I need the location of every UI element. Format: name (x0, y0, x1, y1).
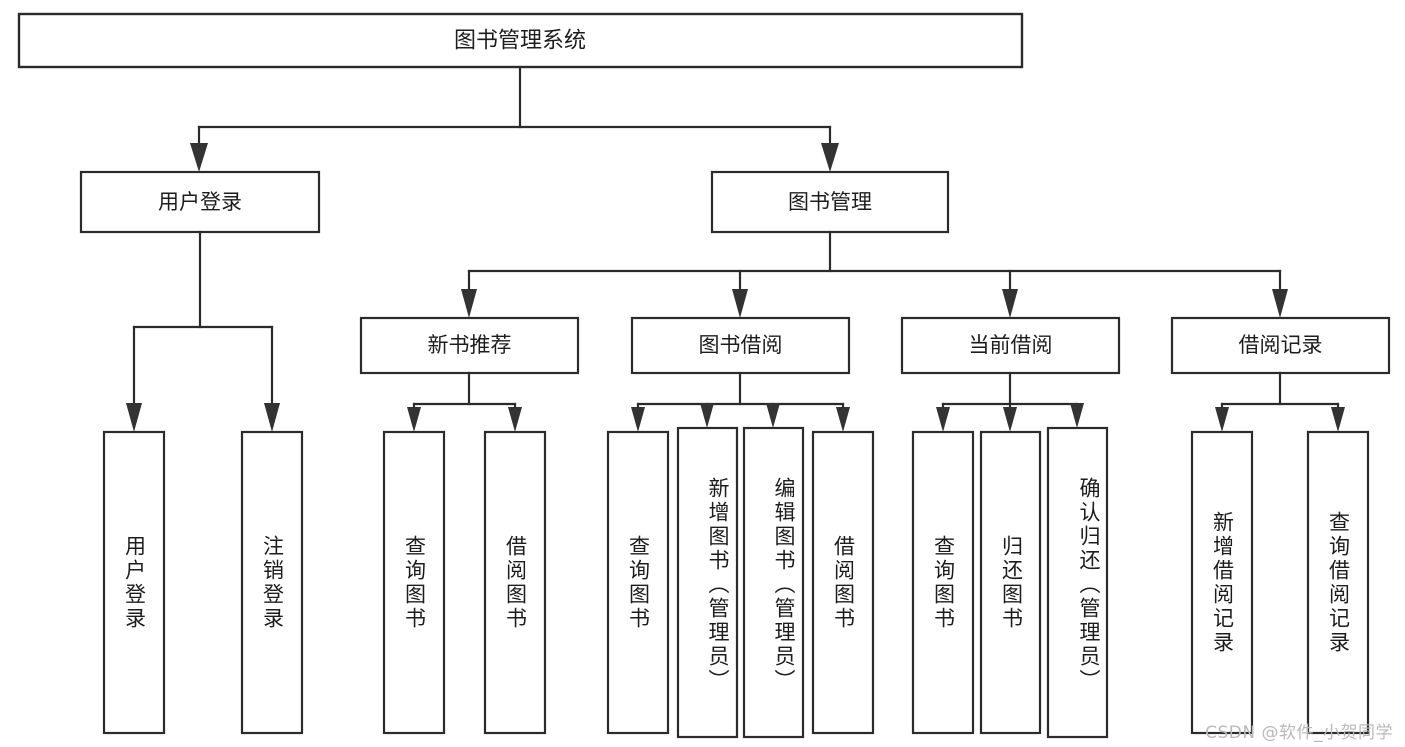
arrow-to-book-manage (821, 143, 839, 172)
user-login-label: 用户登录 (158, 190, 242, 214)
new-book-recommend-box[interactable] (359, 316, 580, 375)
arrow-br-leaf1 (1215, 407, 1229, 432)
leaf-box-br-2[interactable] (1306, 430, 1370, 735)
arrow-bb-leaf4 (836, 407, 850, 432)
arrow-cb-leaf2 (1003, 407, 1017, 432)
borrow-record-box[interactable] (1170, 316, 1391, 375)
arrow-to-current-borrow (1002, 289, 1018, 318)
root-label: 图书管理系统 (454, 29, 586, 54)
leaf-box-bb-2[interactable] (676, 426, 739, 739)
leaf-box-br-1[interactable] (1190, 430, 1254, 735)
arrow-bb-leaf1 (631, 407, 645, 432)
current-borrow-box[interactable] (900, 316, 1121, 375)
arrow-nbr-leaf1 (407, 407, 421, 432)
arrow-to-user-login (190, 143, 208, 172)
leaf-box-bb-4[interactable] (811, 430, 875, 735)
node-current-borrow[interactable]: 当前借阅 (900, 316, 1121, 375)
current-borrow-label: 当前借阅 (969, 333, 1053, 357)
arrow-user-login-leaf2 (264, 403, 280, 432)
node-user-login[interactable]: 用户登录 (79, 170, 321, 234)
node-borrow-record[interactable]: 借阅记录 (1170, 316, 1391, 375)
arrow-cb-leaf3 (1070, 403, 1084, 428)
root-box[interactable] (17, 12, 1024, 69)
book-borrow-box[interactable] (630, 316, 851, 375)
arrow-bb-leaf3 (766, 403, 780, 428)
new-book-recommend-label: 新书推荐 (428, 333, 512, 357)
arrow-br-leaf2 (1331, 407, 1345, 432)
arrow-user-login-leaf1 (126, 403, 142, 432)
arrow-bb-leaf2 (700, 403, 714, 428)
node-book-manage[interactable]: 图书管理 (710, 170, 950, 234)
arrow-to-borrow-record (1272, 289, 1288, 318)
arrow-nbr-leaf2 (508, 407, 522, 432)
leaf-box-cb-2[interactable] (979, 430, 1042, 735)
arrow-cb-leaf1 (936, 407, 950, 432)
leaf-box-bb-1[interactable] (606, 430, 670, 735)
borrow-record-label: 借阅记录 (1239, 333, 1323, 357)
leaf-box-cb-1[interactable] (911, 430, 975, 735)
leaf-box-cb-3[interactable] (1046, 426, 1109, 739)
book-manage-label: 图书管理 (788, 190, 872, 214)
node-book-borrow[interactable]: 图书借阅 (630, 316, 851, 375)
node-root[interactable]: 图书管理系统 (17, 12, 1024, 69)
arrow-to-new-book-recommend (461, 289, 477, 318)
arrow-to-book-borrow (732, 289, 748, 318)
book-manage-box[interactable] (710, 170, 950, 234)
watermark-text: CSDN @软件_小贺同学 (1205, 723, 1393, 743)
leaf-box-nbr-2[interactable] (483, 430, 547, 735)
leaf-box-user-login-1[interactable] (102, 430, 166, 735)
leaf-box-user-login-2[interactable] (240, 430, 304, 735)
leaf-box-nbr-1[interactable] (382, 430, 446, 735)
book-borrow-label: 图书借阅 (699, 333, 783, 357)
node-new-book-recommend[interactable]: 新书推荐 (359, 316, 580, 375)
leaf-box-bb-3[interactable] (742, 426, 805, 739)
